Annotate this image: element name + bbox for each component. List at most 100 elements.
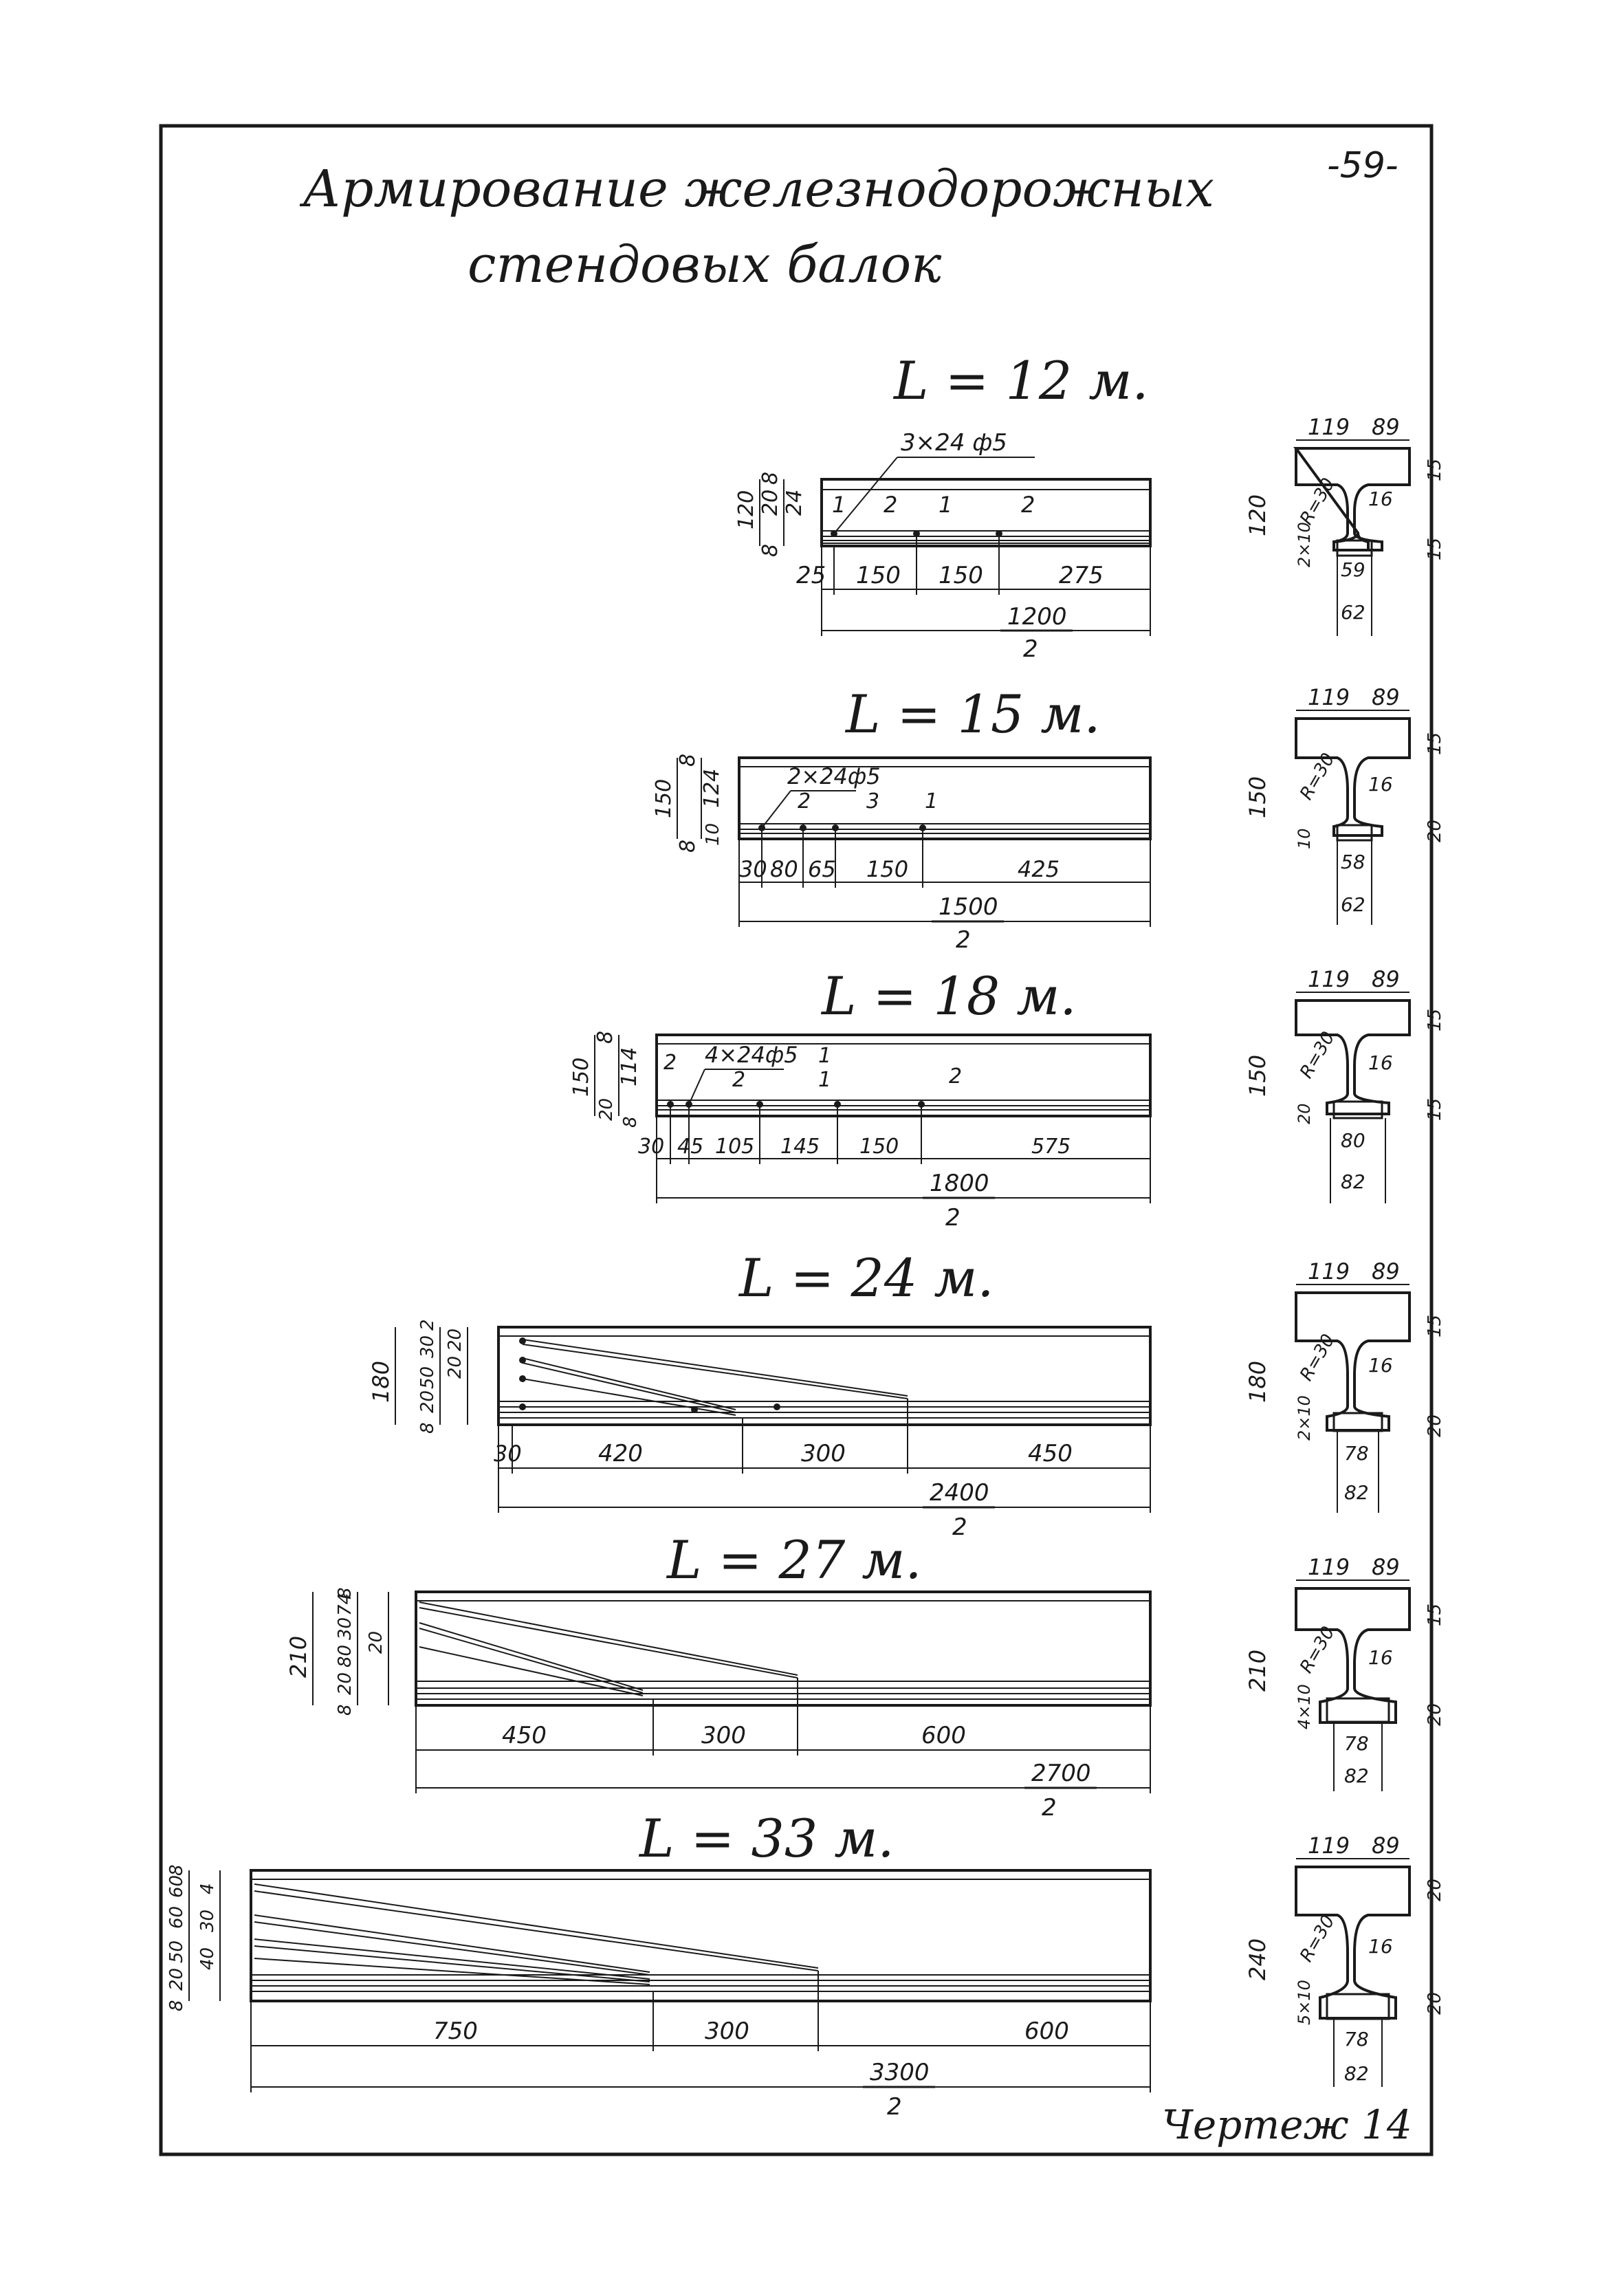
section-top-flange: 15 (1425, 1315, 1445, 1337)
segment-dim: 450 (502, 1722, 547, 1749)
cross-section: 119 89 180 R=30 16 15 20 2×10 78 82 (1244, 1258, 1445, 1513)
height-dim: 8 (166, 2000, 187, 2011)
wire-note: 3×24 ф5 (901, 429, 1007, 457)
section-bottom-width: 58 (1341, 851, 1365, 873)
beam-33m: L = 33 м. 8 20 50 60 60 8 40 3 (166, 1808, 1445, 2121)
beam-elevation (415, 1590, 1152, 1707)
height-dim: 20 (758, 490, 782, 516)
height-dim: 4 (197, 1883, 218, 1894)
wire-note: 4×24ф5 (705, 1042, 798, 1068)
beam-elevation: 2×24ф5 2 3 1 (738, 756, 1152, 840)
half-length-numerator: 2700 (1031, 1760, 1091, 1787)
half-length-denominator: 2 (945, 1204, 961, 1232)
length-dimensions: 30 420 300 450 2400 2 (494, 1399, 1151, 1541)
cross-section: 119 89 150 R=30 16 15 20 10 58 62 (1244, 684, 1445, 925)
segment-dim: 30 (638, 1135, 664, 1159)
segment-dim: 30 (739, 856, 767, 882)
strand-anchor (691, 1406, 698, 1413)
page-number: -59- (1327, 145, 1398, 186)
strand-mark: 2 (732, 1068, 745, 1092)
cross-section: 119 89 210 R=30 16 15 20 4×10 78 82 (1244, 1554, 1445, 1791)
height-dim: 8 (758, 472, 782, 485)
beam-24m: L = 24 м. 180 8 20 (368, 1247, 1445, 1541)
height-dimensions: 150 8 124 8 10 (652, 754, 724, 853)
strand-mark: 2 (1021, 492, 1035, 518)
strand-anchor (519, 1375, 526, 1382)
segment-dim: 575 (1031, 1135, 1071, 1159)
strand-mark: 2 (663, 1051, 677, 1075)
section-web: 16 (1368, 1354, 1393, 1377)
section-bottom-flange: 20 (1425, 820, 1445, 842)
cross-section: 119 89 240 R=30 16 20 20 5×10 78 82 (1244, 1833, 1445, 2087)
flange-dim: 89 (1372, 966, 1400, 992)
drawing-label: Чертеж 14 (1162, 2101, 1412, 2148)
flange-dim: 89 (1372, 1258, 1400, 1284)
half-length-denominator: 2 (952, 1513, 967, 1541)
strand-mark: 2 (798, 789, 811, 813)
section-top-flange: 15 (1425, 1604, 1445, 1626)
section-bottom-flange: 20 (1425, 1992, 1445, 2015)
section-bottom-flange: 15 (1425, 1098, 1445, 1121)
height-dim: 74 (335, 1593, 355, 1616)
strand-anchor (519, 1357, 526, 1364)
section-radius: R=30 (1296, 474, 1339, 528)
strand-mark: 2 (949, 1064, 962, 1089)
segment-dim: 150 (859, 1135, 899, 1159)
strand-mark: 1 (818, 1068, 831, 1092)
height-dim: 20 (366, 1631, 386, 1654)
section-bottom-width: 80 (1341, 1129, 1365, 1152)
segment-dim: 600 (1024, 2018, 1069, 2045)
beam-elevation (250, 1869, 1152, 2002)
segment-dim: 275 (1059, 562, 1104, 589)
height-dim: 20 (166, 1968, 187, 1991)
height-dim: 60 (166, 1875, 187, 1898)
section-bottom-width: 62 (1341, 601, 1365, 624)
beam-elevation: 3×24 ф5 1 2 1 2 (820, 429, 1152, 547)
section-bottom-flange: 20 (1425, 1414, 1445, 1437)
section-top-flange: 15 (1425, 459, 1445, 481)
page-title-line-1: Армирование железнодорожных (299, 160, 1214, 219)
height-dim: 20 (596, 1098, 617, 1121)
segment-dim: 425 (1018, 856, 1060, 882)
half-length-denominator: 2 (1042, 1794, 1057, 1822)
section-height: 120 (1244, 494, 1271, 536)
section-bottom-width: 59 (1341, 558, 1365, 581)
height-dim: 124 (700, 769, 724, 808)
height-dim: 8 (676, 754, 700, 767)
section-bottom-width: 78 (1344, 1732, 1369, 1755)
flange-dim: 89 (1372, 414, 1400, 440)
height-dim: 8 (676, 840, 700, 853)
section-strand-rows: 20 (1295, 1103, 1314, 1124)
cross-section: 119 89 150 R=30 16 15 15 20 80 82 (1244, 966, 1445, 1203)
height-dim: 150 (569, 1058, 593, 1097)
beam-heading: L = 15 м. (844, 684, 1101, 745)
height-dim: 8 (417, 1422, 438, 1434)
section-web: 16 (1368, 1646, 1393, 1669)
height-dim: 20 (445, 1329, 465, 1351)
section-bottom-width: 62 (1341, 893, 1365, 916)
flange-dim: 119 (1308, 684, 1350, 710)
strand-mark: 3 (866, 789, 879, 813)
height-dim: 8 (335, 1704, 355, 1716)
section-strand-rows: 10 (1295, 828, 1314, 849)
half-length-denominator: 2 (887, 2093, 902, 2121)
section-height: 150 (1244, 1055, 1271, 1097)
segment-dim: 150 (856, 562, 901, 589)
segment-dim: 65 (808, 856, 836, 882)
strand-mark: 1 (818, 1044, 831, 1068)
segment-dim: 150 (866, 856, 908, 882)
height-dim: 8 (593, 1031, 617, 1044)
segment-dim: 300 (705, 2018, 749, 2045)
strand-anchor (773, 1403, 780, 1410)
height-dim: 150 (652, 779, 676, 818)
section-strand-rows: 4×10 (1295, 1684, 1314, 1729)
wire-note: 2×24ф5 (787, 763, 881, 789)
height-dim: 50 (417, 1366, 438, 1389)
height-dimensions: 210 8 20 80 30 74 20 8 (285, 1587, 389, 1716)
section-height: 210 (1244, 1650, 1271, 1692)
section-bottom-flange: 20 (1425, 1703, 1445, 1726)
height-dim: 8 (335, 1587, 355, 1599)
flange-dim: 119 (1308, 1833, 1350, 1859)
segment-dim: 105 (715, 1135, 754, 1159)
beam-elevation (497, 1326, 1152, 1426)
